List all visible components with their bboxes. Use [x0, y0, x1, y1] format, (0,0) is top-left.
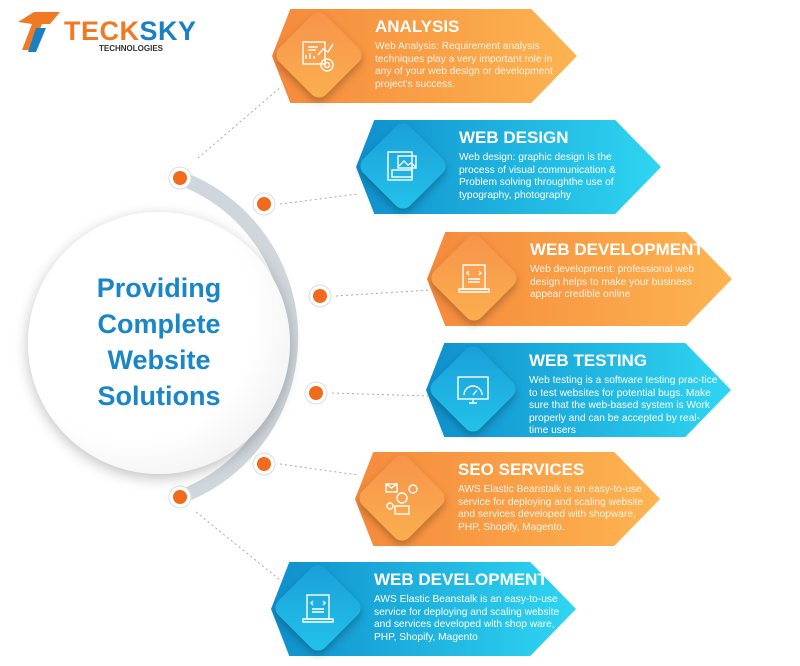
web-design-layout-icon: [387, 151, 417, 181]
center-line: Complete: [97, 309, 221, 339]
step-description: AWS Elastic Beanstalk is an easy-to-use …: [458, 484, 644, 533]
step-title: SEO SERVICES: [458, 460, 585, 479]
dotted-connectors: [195, 85, 431, 581]
laptop-code-icon: [458, 264, 490, 293]
center-line: Solutions: [97, 381, 221, 411]
step-title: WEB TESTING: [529, 351, 648, 370]
logo-wordmark: TECKSKY: [64, 16, 197, 47]
monitor-gauge-icon: [457, 376, 489, 404]
logo-text-sky: SKY: [139, 16, 197, 46]
step-card-web-development: WEB DEVELOPMENT Web development: profess…: [427, 231, 732, 326]
step-description: AWS Elastic Beanstalk is an easy-to-use …: [374, 594, 560, 643]
tecksky-logo: TECKSKY TECHNOLOGIES: [14, 10, 196, 54]
step-description: Web testing is a software testing prac-t…: [529, 375, 718, 437]
step-card-seo-services: SEO SERVICES AWS Elastic Beanstalk is an…: [355, 451, 660, 546]
step-title: WEB DESIGN: [459, 128, 569, 147]
step-card-analysis: ANALYSIS Web Analysis: Requirement analy…: [272, 8, 577, 103]
analytics-chart-icon: [302, 41, 334, 72]
center-circle: [28, 212, 290, 474]
step-card-web-design: WEB DESIGN Web design: graphic design is…: [356, 119, 661, 214]
timeline-dots: [168, 166, 332, 509]
step-card-web-testing: WEB TESTING Web testing is a software te…: [426, 342, 731, 437]
step-card-web-development-2: WEB DEVELOPMENT AWS Elastic Beanstalk is…: [271, 561, 576, 656]
logo-text-teck: TECK: [64, 16, 140, 46]
seo-network-icon: [385, 483, 418, 515]
step-description: Web development: professional web design…: [530, 264, 695, 301]
logo-subtitle: TECHNOLOGIES: [99, 44, 164, 53]
timeline-arc: [177, 171, 299, 504]
step-title: WEB DEVELOPMENT: [530, 240, 704, 259]
center-line: Website: [107, 345, 211, 375]
step-description: Web design: graphic design is the proces…: [459, 152, 616, 201]
step-title: WEB DEVELOPMENT: [374, 570, 548, 589]
step-description: Web Analysis: Requirement analysis techn…: [375, 41, 553, 90]
laptop-code-icon: [302, 594, 334, 623]
step-title: ANALYSIS: [375, 17, 460, 36]
center-line: Providing: [96, 273, 222, 303]
logo-mark-icon: [18, 12, 60, 52]
center-title: Providing Complete Website Solutions: [28, 270, 290, 414]
